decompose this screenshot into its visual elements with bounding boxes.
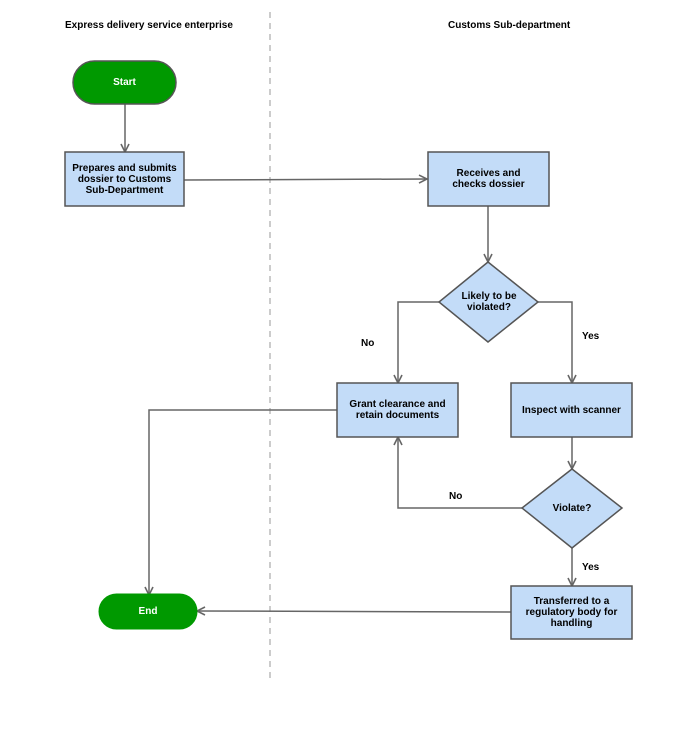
inspect-process [510,382,633,438]
violate-no-label: No [449,491,463,502]
edge-grant-to-end [149,409,337,595]
end-terminal [98,593,198,630]
right-lane-title: Customs Sub-department [448,20,571,31]
violate-yes-label: Yes [582,562,600,573]
transfer-process [510,585,633,640]
left-lane-title: Express delivery service enterprise [65,20,233,31]
edge-transfer-to-end [197,611,512,612]
prepare-process [64,151,185,207]
edge-likely-no-to-grant [398,301,439,383]
edge-violate-no-to-grant [398,437,522,509]
likely-decision [437,261,540,343]
edge-likely-yes-to-inspect [538,301,572,383]
likely-yes-label: Yes [582,331,600,342]
start-terminal [72,60,177,105]
edge-prepare-to-receive [183,179,427,180]
violate-decision [520,468,624,549]
grant-process [336,382,459,438]
likely-no-label: No [361,338,375,349]
receive-process [427,151,550,207]
